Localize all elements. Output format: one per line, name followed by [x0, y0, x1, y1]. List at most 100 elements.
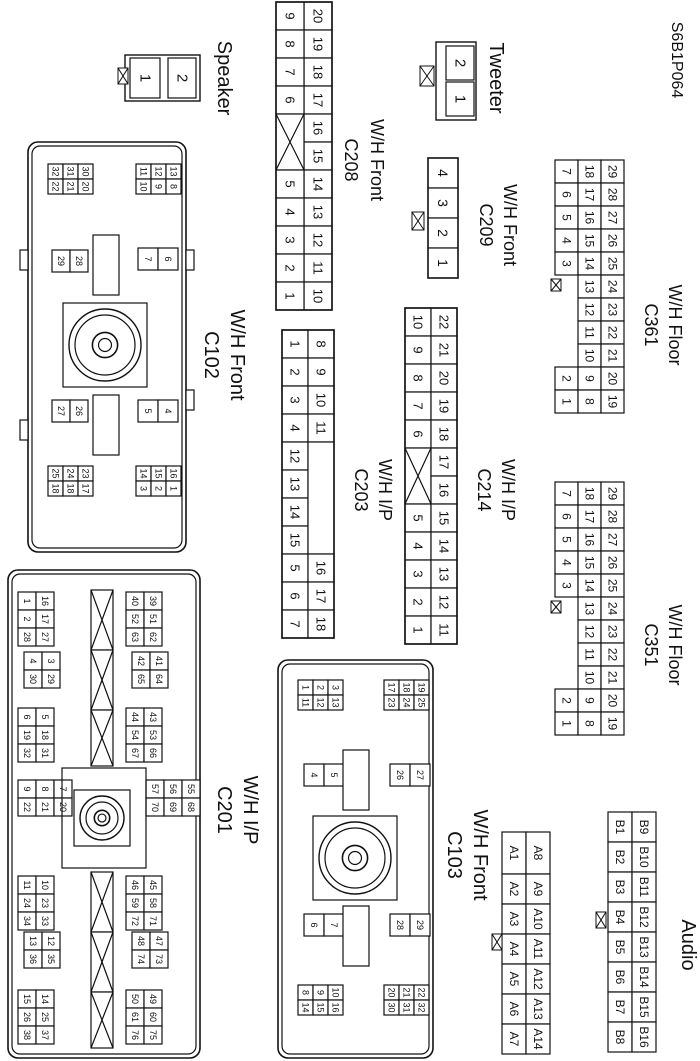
pin-number: 1: [560, 398, 574, 405]
pin-number: 11: [139, 167, 149, 176]
pin-number: 2: [22, 616, 32, 621]
pin-number: 35: [46, 954, 56, 964]
pin-number: 2: [452, 59, 469, 67]
pin-number: 15: [583, 556, 597, 570]
bolt-center: [93, 809, 111, 827]
connector-c361: 7654321181716151413121110982928272625242…: [550, 159, 625, 414]
pin-number: 47: [154, 936, 164, 946]
pin-number: 3: [435, 199, 451, 207]
pin-number: 14: [583, 579, 597, 593]
pin-cell: [69, 399, 89, 423]
pin-cell: [129, 57, 161, 99]
pin-number: 13: [311, 205, 326, 219]
pin-number: 10: [331, 987, 341, 997]
cross-line: [419, 65, 435, 87]
bolt-housing: [312, 815, 398, 901]
pin-number: 30: [28, 674, 38, 684]
pin-number: B3: [613, 880, 627, 895]
pin-number: 3: [331, 685, 341, 690]
pin-number: 6: [283, 96, 298, 103]
pin-cell: [157, 399, 179, 423]
pin-cell: [501, 993, 527, 1025]
pin-number: 4: [163, 408, 173, 413]
pin-number: 12: [311, 233, 326, 247]
pin-cell: [327, 694, 344, 711]
pin-number: 4: [435, 169, 451, 177]
pin-number: 3: [560, 260, 574, 267]
pin-number: 29: [415, 920, 425, 930]
pin-number: 5: [40, 714, 50, 719]
pin-number: B11: [637, 877, 651, 898]
c209-label: C209 W/H Front: [476, 184, 520, 266]
pin-number: 15: [316, 1002, 326, 1012]
pin-number: 18: [583, 165, 597, 179]
bolt-housing: [73, 789, 131, 847]
pin-number: 20: [311, 9, 326, 23]
pin-number: 1: [435, 259, 451, 267]
svg-text:W/H Floor: W/H Floor: [665, 285, 685, 366]
pin-cell: [600, 389, 625, 414]
pin-number: 41: [154, 656, 164, 666]
cross-line: [90, 991, 114, 1049]
pin-number: 6: [560, 513, 574, 520]
pin-cell: [281, 553, 309, 583]
c103-label: C103 W/H Front: [443, 809, 491, 901]
pin-number: 24: [606, 602, 620, 616]
pin-number: 2: [560, 375, 574, 382]
pin-number: 12: [316, 697, 326, 707]
pin-number: 8: [583, 720, 597, 727]
pin-number: 61: [130, 1012, 140, 1022]
pin-number: 17: [387, 682, 397, 692]
audio-label: Audio: [677, 919, 699, 970]
pin-number: 31: [40, 748, 50, 758]
pin-cell: [409, 913, 431, 937]
bolt-center: [347, 850, 363, 866]
pin-cell: [281, 469, 309, 499]
pin-number: 22: [51, 181, 61, 191]
pin-number: 13: [169, 166, 179, 176]
pin-cell: [525, 933, 551, 965]
pin-cell: [307, 441, 335, 555]
pin-number: 28: [74, 256, 84, 266]
pin-number: 17: [583, 510, 597, 524]
pin-number: 24: [22, 898, 32, 908]
pin-number: 17: [311, 93, 326, 107]
pin-number: 9: [316, 990, 326, 995]
pin-cell: [430, 615, 458, 645]
pin-number: 40: [130, 596, 140, 606]
pin-number: 5: [560, 214, 574, 221]
pin-number: 3: [288, 396, 303, 403]
svg-text:C203: C203: [351, 468, 371, 511]
pin-number: 13: [288, 477, 303, 491]
pin-number: B14: [637, 966, 651, 988]
pin-number: B12: [637, 906, 651, 928]
pin-number: 27: [56, 406, 66, 416]
pin-number: 3: [560, 582, 574, 589]
pin-number: 34: [22, 916, 32, 926]
pin-number: 17: [437, 455, 452, 469]
pin-number: 7: [143, 256, 153, 261]
svg-text:W/H I/P: W/H I/P: [239, 776, 261, 845]
pin-number: 22: [437, 315, 452, 329]
cross-line: [90, 709, 114, 767]
pin-cell: [41, 669, 61, 689]
pin-number: 16: [314, 561, 329, 575]
pin-number: 24: [402, 697, 412, 707]
pin-number: 7: [560, 490, 574, 497]
pin-number: 23: [40, 898, 50, 908]
pin-number: 3: [283, 236, 298, 243]
bolt-ring: [79, 795, 125, 841]
pin-cell: [143, 627, 163, 647]
pin-cell: [631, 871, 657, 903]
pin-number: 29: [606, 487, 620, 501]
svg-text:W/H Front: W/H Front: [469, 809, 491, 901]
pin-number: A5: [507, 972, 521, 987]
pin-number: 16: [169, 468, 179, 478]
pin-cell: [35, 743, 55, 763]
pin-number: B9: [637, 820, 651, 835]
cross-line: [90, 589, 114, 651]
pin-number: 18: [314, 617, 329, 631]
pin-number: B10: [637, 846, 651, 868]
